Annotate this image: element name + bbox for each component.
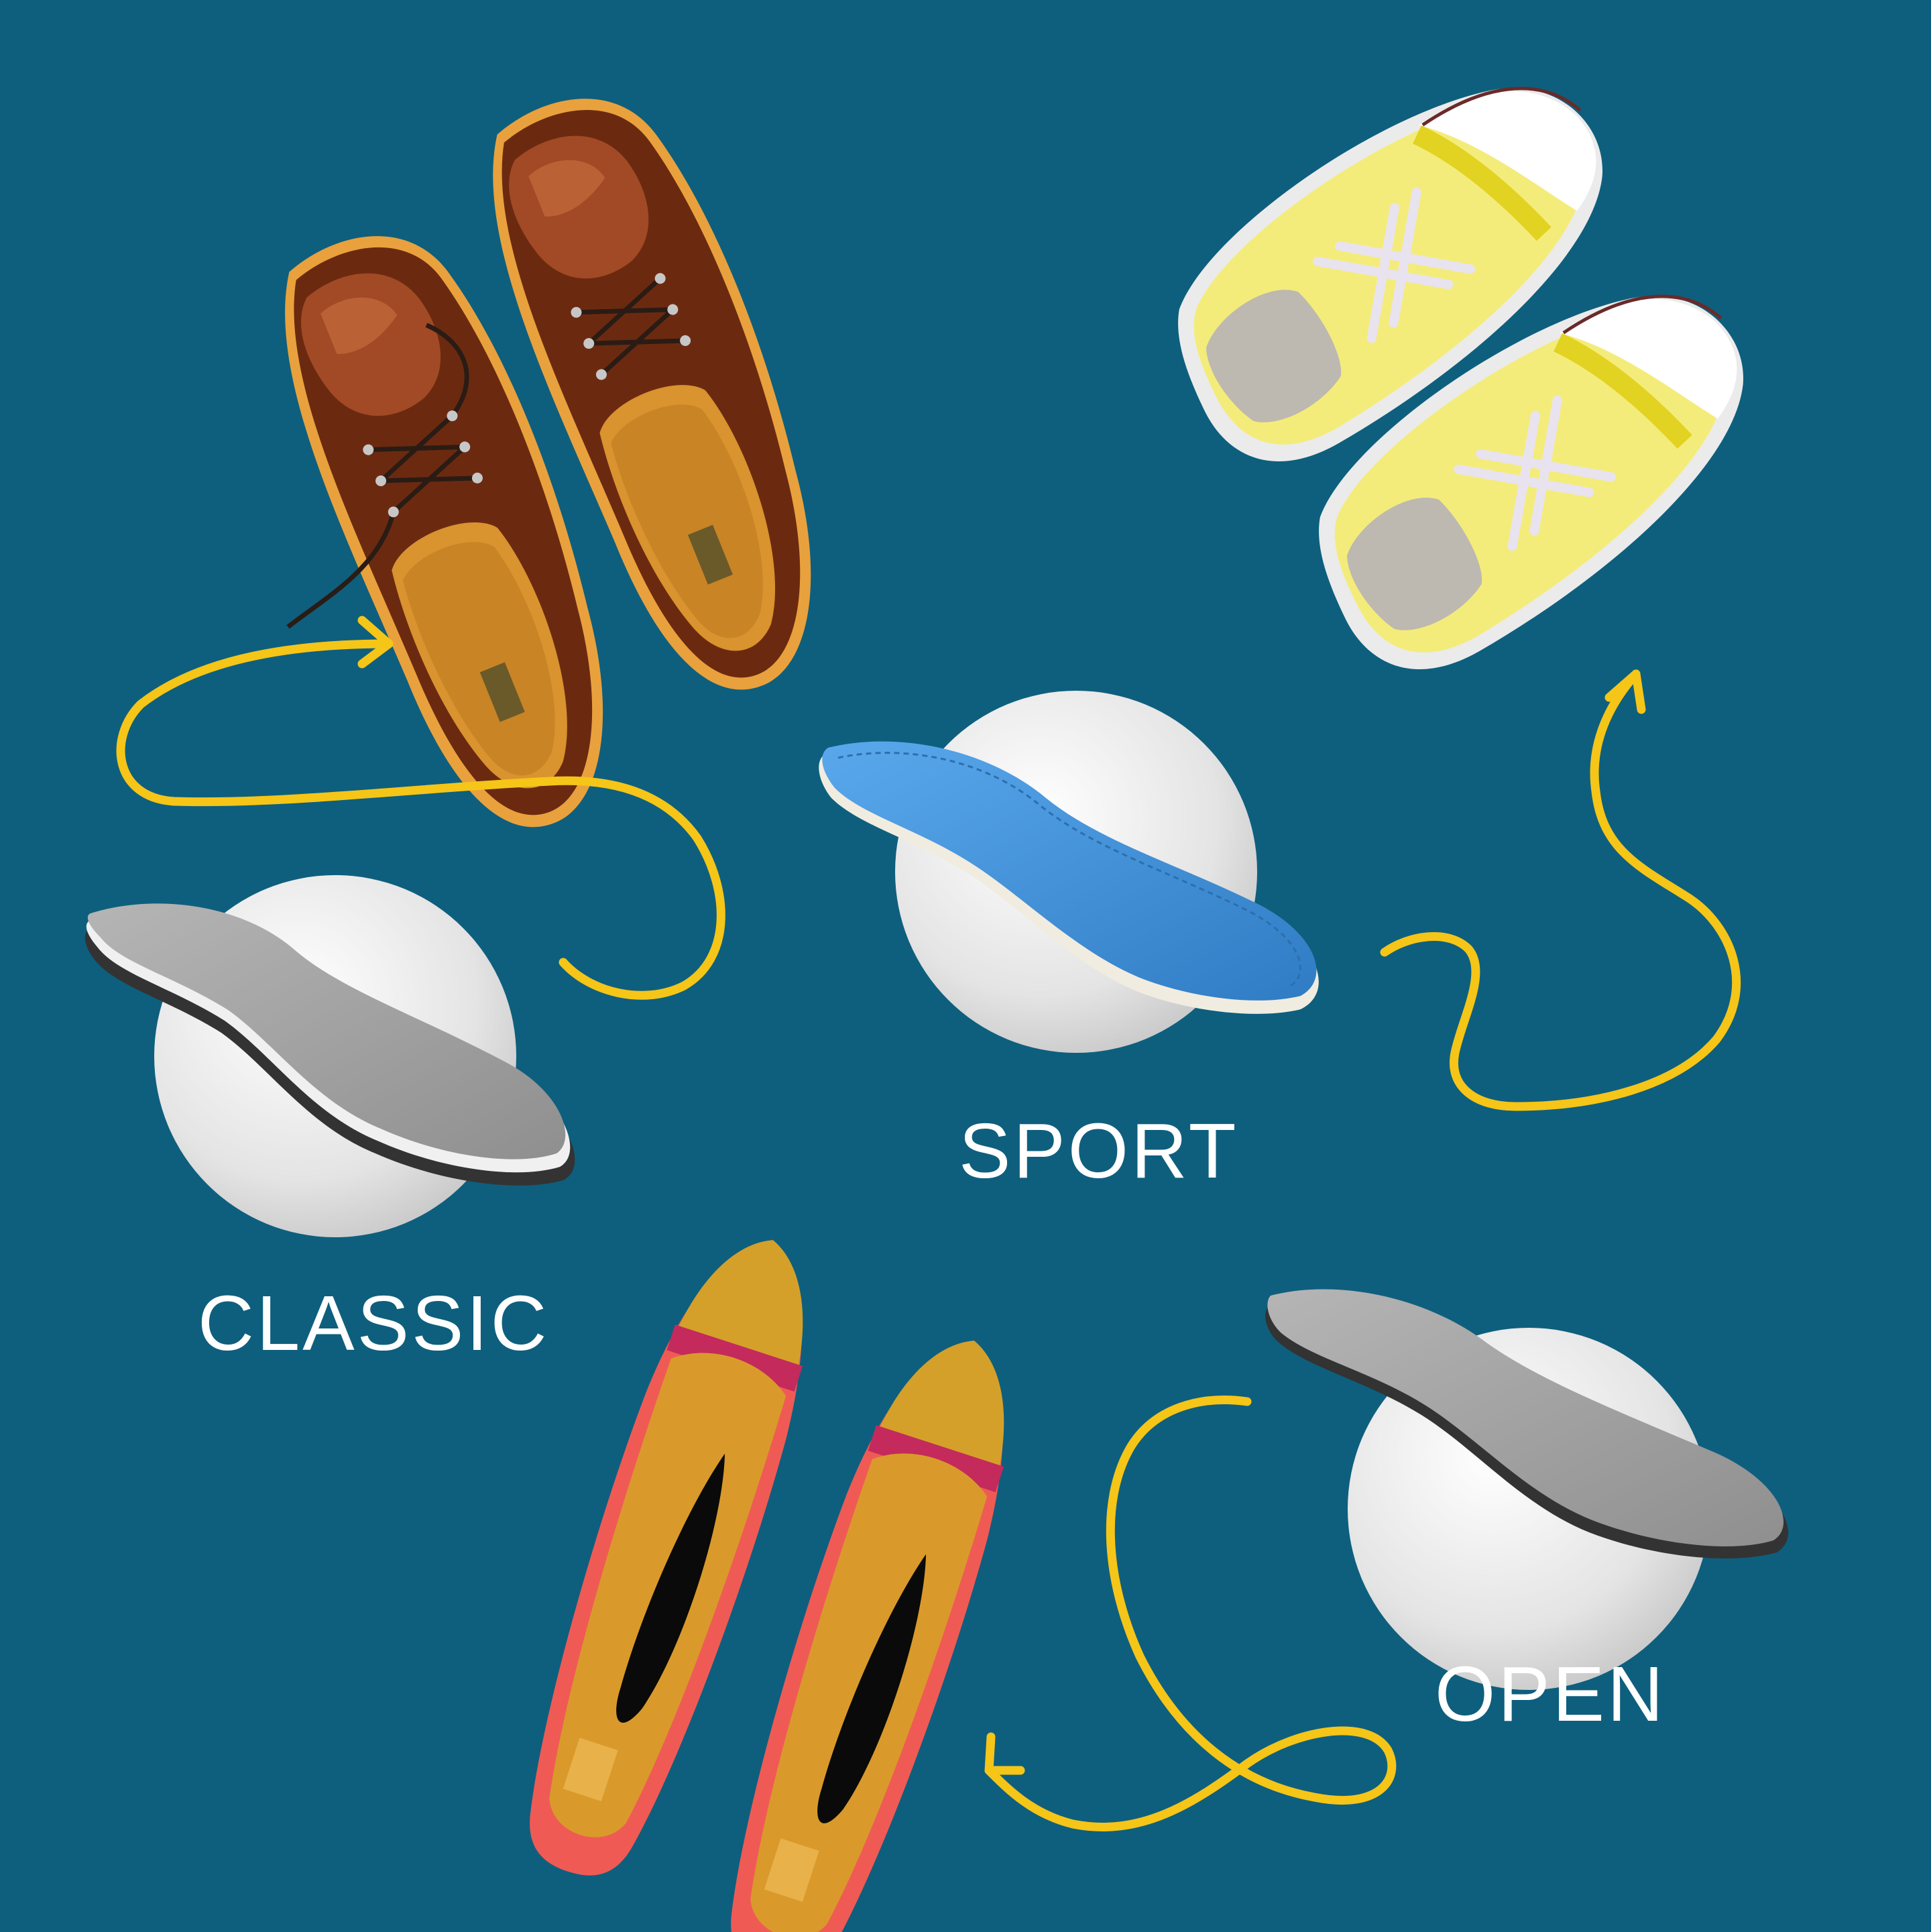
classic-label: CLASSIC bbox=[198, 1280, 550, 1367]
curly-arrow-icon bbox=[116, 616, 725, 1000]
curly-arrow-icon bbox=[984, 1396, 1397, 1831]
grey-insole-icon bbox=[1265, 1289, 1789, 1690]
curly-arrow-icon bbox=[1380, 669, 1741, 1111]
blue-sport-insole-icon bbox=[819, 691, 1319, 1053]
grey-insole-icon bbox=[84, 875, 575, 1237]
brown-oxford-shoes-icon bbox=[285, 99, 811, 828]
yellow-sneakers-icon bbox=[1178, 87, 1743, 669]
pink-flat-shoes-icon bbox=[530, 1240, 1004, 1932]
open-label: OPEN bbox=[1435, 1650, 1666, 1738]
sport-label: SPORT bbox=[959, 1107, 1239, 1194]
